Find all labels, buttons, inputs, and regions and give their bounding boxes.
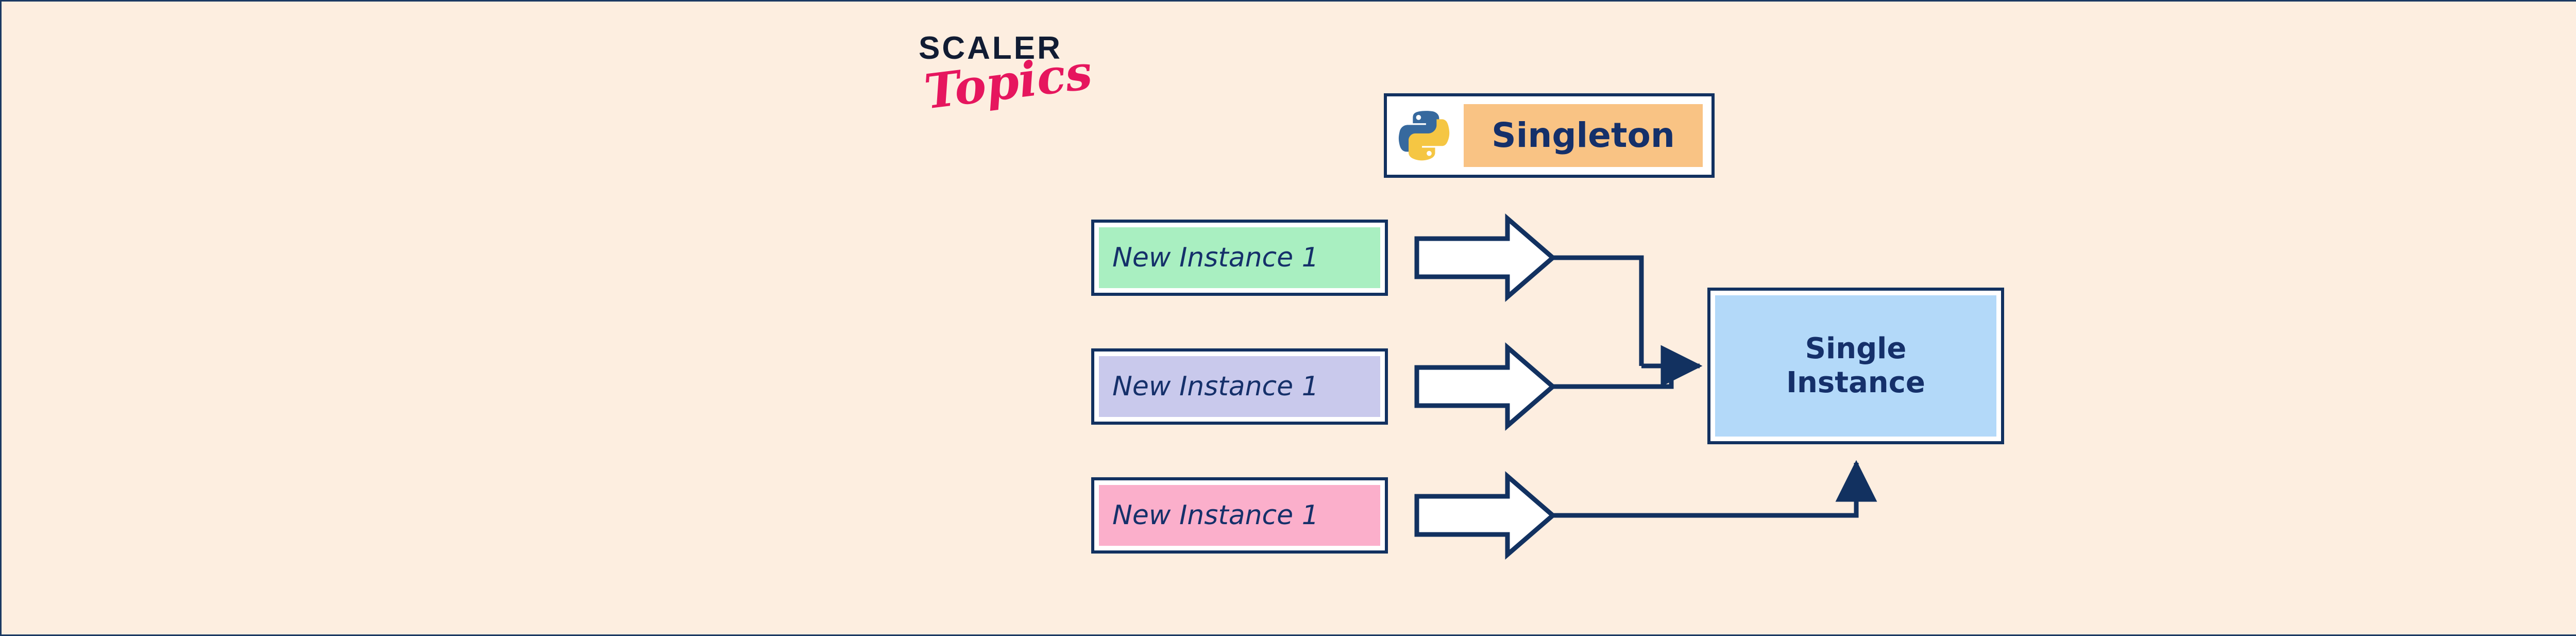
single-instance-label-line2: Instance	[1786, 366, 1925, 399]
python-logo-icon	[1396, 104, 1456, 167]
single-instance-label-line1: Single	[1805, 331, 1907, 365]
new-instance-label-2: New Instance 1	[1112, 371, 1319, 402]
block-arrow-1	[1414, 213, 1556, 302]
connector-line-3	[1553, 460, 1877, 518]
new-instance-box-1[interactable]: New Instance 1	[1091, 220, 1388, 296]
singleton-title-panel: Singleton	[1464, 104, 1703, 167]
new-instance-box-3[interactable]: New Instance 1	[1091, 477, 1388, 554]
new-instance-box-2[interactable]: New Instance 1	[1091, 348, 1388, 425]
singleton-header-box: Singleton	[1384, 93, 1715, 178]
single-instance-box[interactable]: Single Instance	[1707, 288, 2004, 444]
singleton-title: Singleton	[1492, 115, 1675, 155]
connector-line-1	[1553, 255, 1644, 366]
new-instance-label-3: New Instance 1	[1112, 500, 1319, 531]
new-instance-label-1: New Instance 1	[1112, 242, 1319, 273]
block-arrow-3	[1414, 471, 1556, 560]
scaler-topics-logo: SCALER Topics	[919, 32, 1135, 151]
block-arrow-2	[1414, 342, 1556, 431]
logo-scaler-text: SCALER	[919, 30, 1062, 66]
connector-line-2	[1553, 363, 1674, 389]
